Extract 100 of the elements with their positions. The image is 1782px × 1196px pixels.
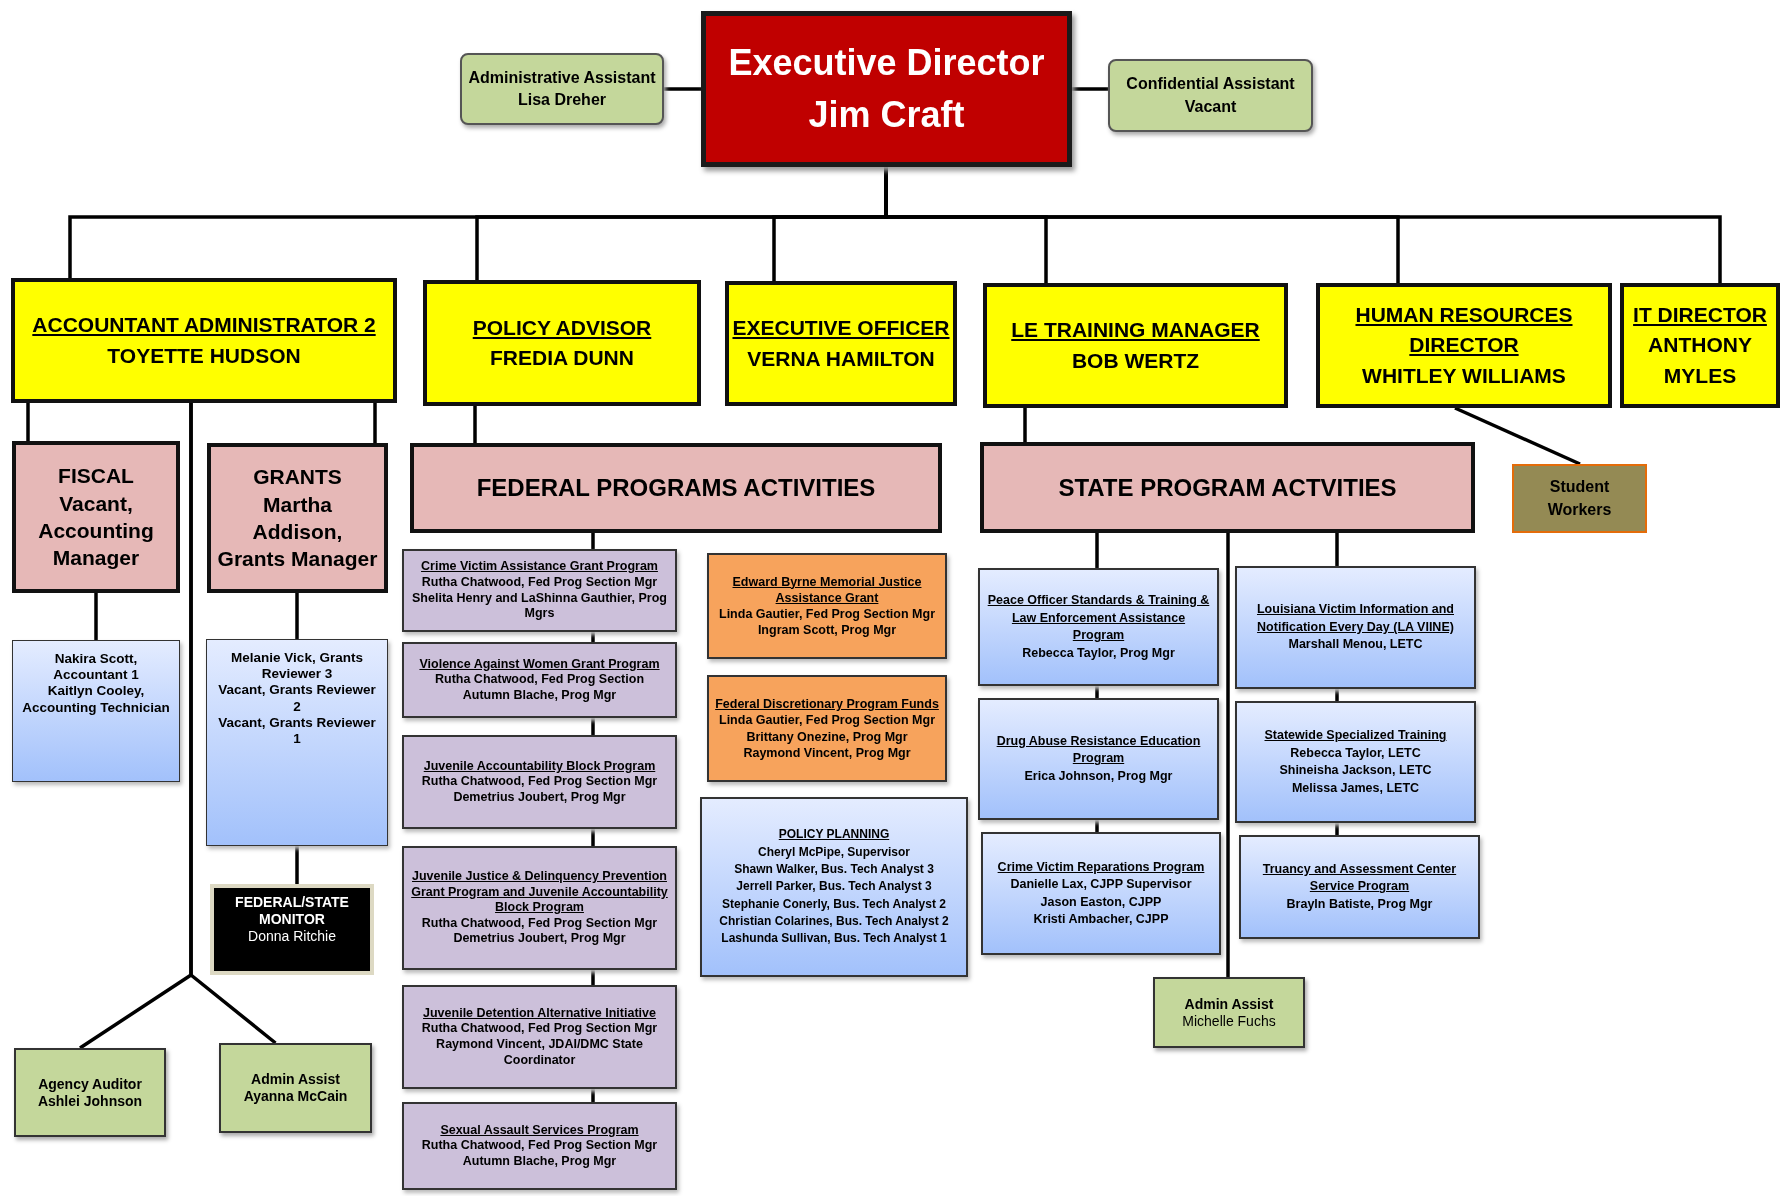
program-name: Statewide Specialized Training <box>1264 727 1447 744</box>
director-box <box>983 283 1288 408</box>
person-name: Jim Craft <box>808 93 965 137</box>
program-box <box>402 642 677 718</box>
position-box <box>14 1048 166 1137</box>
connector-line <box>591 718 595 735</box>
connector-line <box>1335 689 1339 701</box>
staff-entry: Nakira Scott, Accountant 1 <box>52 651 140 684</box>
staff-box <box>206 639 388 846</box>
position-title: HUMAN RESOURCES DIRECTOR <box>1354 301 1574 359</box>
connector-line <box>295 593 299 639</box>
program-name: Edward Byrne Memorial Justice Assistance Grant <box>731 573 923 606</box>
person-name: VERNA HAMILTON <box>747 345 935 372</box>
program-box <box>707 553 947 659</box>
program-box <box>402 1102 677 1190</box>
director-box <box>1316 283 1612 408</box>
director-box <box>11 278 397 403</box>
department-box <box>12 441 180 593</box>
staff-entry: Rutha Chatwood, Fed Prog Section <box>435 672 644 688</box>
staff-entry: Linda Gautier, Fed Prog Section Mgr <box>719 712 935 729</box>
program-box <box>402 549 677 632</box>
connector-line <box>94 593 98 640</box>
position-box <box>1153 977 1305 1048</box>
connector-line <box>591 533 595 549</box>
program-box <box>1235 566 1476 689</box>
connector-line <box>1095 686 1099 698</box>
connector-line <box>1335 823 1339 835</box>
staff-entry: Rebecca Taylor, Prog Mgr <box>1022 644 1175 662</box>
staff-entry: Shawn Walker, Bus. Tech Analyst 3 <box>734 860 934 878</box>
staff-entry: Rutha Chatwood, Fed Prog Section Mgr <box>421 1021 658 1037</box>
connector-line <box>26 403 30 441</box>
program-name: Louisiana Victim Information and Notification Every Day (LA VIINE) <box>1256 601 1455 636</box>
position-box <box>1512 464 1647 533</box>
staff-entry: Rutha Chatwood, Fed Prog Section Mgr <box>421 915 658 932</box>
person-name: Donna Ritchie <box>248 927 336 945</box>
position-title: FEDERAL/STATE MONITOR <box>234 894 350 928</box>
program-name: Peace Officer Standards & Training & Law Enforcement Assistance Program <box>986 592 1211 644</box>
section-header <box>980 442 1475 533</box>
position-box <box>210 884 374 975</box>
program-box <box>1239 835 1480 939</box>
position-title: Confidential Assistant <box>1126 74 1295 95</box>
person-name: Ashlei Johnson <box>37 1092 143 1110</box>
program-box <box>402 735 677 829</box>
staff-entry: Kristi Ambacher, CJPP <box>1033 911 1169 928</box>
staff-entry: Brayln Batiste, Prog Mgr <box>1286 895 1433 913</box>
connector-line <box>373 403 377 443</box>
staff-entry: Christian Colarines, Bus. Tech Analyst 2 <box>719 913 949 931</box>
position-title: Administrative Assistant <box>468 67 656 88</box>
person-name: Vacant, Accounting Manager <box>37 490 155 572</box>
program-box <box>707 675 947 782</box>
connector-line <box>1023 408 1027 442</box>
staff-entry: Rutha Chatwood, Fed Prog Section Mgr <box>421 774 658 790</box>
program-box <box>978 698 1219 820</box>
section-title: STATE PROGRAM ACTVITIES <box>1058 472 1397 503</box>
staff-entry: Brittany Onezine, Prog Mgr <box>746 728 908 745</box>
staff-entry: Rutha Chatwood, Fed Prog Section Mgr <box>421 1138 658 1154</box>
program-box <box>981 832 1221 955</box>
staff-entry: Kaitlyn Cooley, Accounting Technician <box>21 683 171 716</box>
connector-line <box>1095 533 1099 568</box>
staff-entry: Raymond Vincent, JDAI/DMC State Coordinator <box>435 1037 644 1069</box>
department-name: FISCAL <box>58 463 134 490</box>
program-name: Drug Abuse Resistance Education Program <box>995 732 1202 768</box>
staff-entry: Jerrell Parker, Bus. Tech Analyst 3 <box>736 878 932 896</box>
connector-line <box>591 970 595 985</box>
connector-line <box>473 406 477 443</box>
position-title: Executive Director <box>728 40 1045 85</box>
person-name: Martha Addison, Grants Manager <box>217 491 378 573</box>
person-name: BOB WERTZ <box>1071 347 1200 374</box>
program-box <box>700 797 968 977</box>
director-box <box>423 280 701 406</box>
connector-line <box>1226 533 1230 977</box>
staff-entry: Raymond Vincent, Prog Mgr <box>743 744 911 761</box>
staff-entry: Danielle Lax, CJPP Supervisor <box>1010 876 1192 893</box>
position-title: ACCOUNTANT ADMINISTRATOR 2 <box>32 312 376 339</box>
program-name: Federal Discretionary Program Funds <box>715 696 939 713</box>
position-box <box>460 53 664 125</box>
staff-entry: Vacant, Grants Reviewer 1 <box>217 714 377 748</box>
program-name: Crime Victim Reparations Program <box>997 858 1205 876</box>
program-name: Juvenile Justice & Delinquency Prevention Grant Program and Juvenile Accountability Block Program <box>410 868 669 916</box>
position-title: Student Workers <box>1546 477 1613 520</box>
position-title: Admin Assist <box>1184 995 1274 1013</box>
staff-entry: Linda Gautier, Fed Prog Section Mgr <box>719 606 935 623</box>
position-title: LE TRAINING MANAGER <box>1011 317 1260 344</box>
connector-line <box>1335 533 1339 566</box>
person-name: WHITLEY WILLIAMS <box>1362 362 1566 389</box>
person-name: FREDIA DUNN <box>490 345 634 371</box>
program-name: Juvenile Accountability Block Program <box>423 758 656 775</box>
staff-entry: Stephanie Conerly, Bus. Tech Analyst 2 <box>722 895 946 913</box>
staff-entry: Lashunda Sullivan, Bus. Tech Analyst 1 <box>721 930 947 948</box>
staff-entry: Rebecca Taylor, LETC <box>1290 744 1421 762</box>
staff-entry: Cheryl McPipe, Supervisor <box>757 843 911 861</box>
staff-entry: Autumn Blache, Prog Mgr <box>462 1153 617 1170</box>
position-box <box>1108 59 1313 132</box>
staff-entry: Vacant, Grants Reviewer 2 <box>217 682 377 715</box>
connector-line <box>591 1089 595 1102</box>
position-title: EXECUTIVE OFFICER <box>732 315 950 342</box>
department-box <box>207 443 388 593</box>
staff-entry: Jason Easton, CJPP <box>1040 893 1162 911</box>
position-title: Agency Auditor <box>38 1075 142 1093</box>
title-box <box>701 11 1072 167</box>
